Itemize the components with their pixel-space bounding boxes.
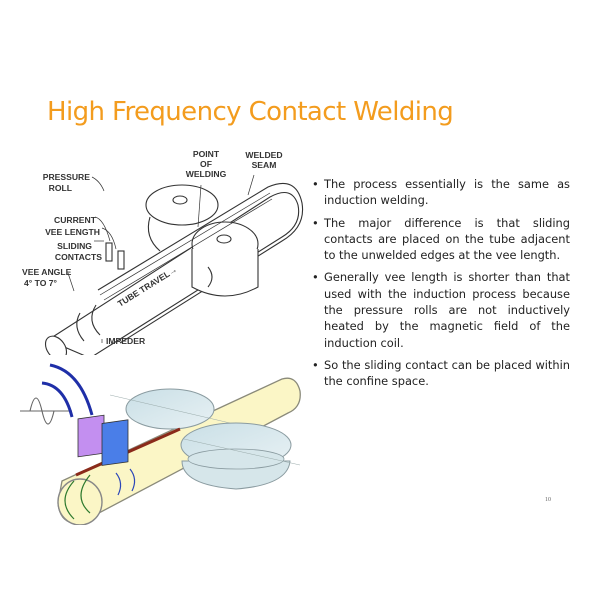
label-of: OF — [200, 159, 212, 169]
sine-wave-icon — [20, 397, 72, 425]
label-vee-angle: VEE ANGLE — [22, 267, 72, 277]
bullet-text: So the sliding contact can be placed wit… — [324, 357, 570, 389]
bullet-marker: • — [312, 177, 319, 191]
pressure-roll-back-top — [145, 184, 219, 226]
bullet-text: The major difference is that sliding con… — [324, 215, 570, 263]
bullet-item: • The process essentially is the same as … — [312, 176, 570, 209]
bullet-marker: • — [312, 357, 319, 372]
label-vee-length: VEE LENGTH — [45, 227, 100, 237]
roll-axle-front — [216, 234, 232, 244]
tube-outer — [97, 182, 304, 344]
bullet-marker: • — [312, 270, 319, 285]
page-number: 10 — [545, 497, 551, 503]
front-roll-lower — [181, 460, 291, 490]
sliding-contact-blue — [101, 419, 129, 466]
bullet-item: • Generally vee length is shorter than th… — [312, 269, 570, 350]
bullet-text: The process essentially is the same as i… — [324, 177, 570, 208]
label-impeder: IMPEDER — [106, 336, 146, 346]
label-vee-angle-range: 4° TO 7° — [24, 278, 58, 288]
wire-1 — [49, 363, 94, 416]
label-pressure-roll-2: ROLL — [49, 183, 72, 193]
sliding-contact-purple — [77, 414, 105, 458]
label-welding: WELDING — [186, 169, 227, 179]
bullet-list: • The process essentially is the same as … — [312, 176, 570, 396]
contact-welding-diagram: PRESSURE ROLL POINT OF WELDING WELDED SE… — [22, 149, 304, 355]
wire-2 — [41, 381, 74, 418]
label-seam: SEAM — [252, 160, 277, 170]
label-welded: WELDED — [245, 150, 282, 160]
tube-end — [44, 335, 68, 355]
roll-axle-back — [172, 195, 188, 205]
slide-title: High Frequency Contact Welding — [47, 97, 454, 127]
label-sliding: SLIDING — [57, 241, 92, 251]
label-current: CURRENT — [54, 215, 97, 225]
label-pressure-roll: PRESSURE — [43, 172, 91, 182]
bullet-item: • The major difference is that sliding co… — [312, 215, 570, 264]
sliding-contact-illustration — [20, 363, 301, 525]
bullet-text: Generally vee length is shorter than tha… — [324, 270, 570, 350]
label-contacts: CONTACTS — [55, 252, 102, 262]
label-point: POINT — [193, 149, 220, 159]
bullet-marker: • — [312, 215, 319, 230]
bullet-item: • So the sliding contact can be placed wi… — [312, 357, 570, 390]
